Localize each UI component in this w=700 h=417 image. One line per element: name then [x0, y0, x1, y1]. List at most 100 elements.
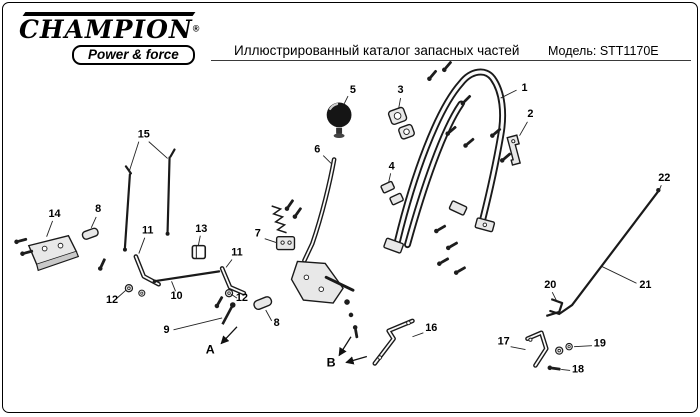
screw-icon — [459, 93, 473, 107]
callout-leader-11 — [138, 237, 146, 254]
part-bracket-17 — [525, 330, 549, 368]
header-divider — [211, 60, 691, 61]
part-spring-7 — [271, 205, 287, 234]
brand-tagline: Power & force — [72, 45, 195, 65]
callout-15: 15 — [138, 129, 150, 141]
registered-mark-icon: ® — [192, 23, 200, 34]
callout-leader-12 — [230, 293, 238, 299]
callout-12: 12 — [106, 294, 118, 306]
callout-20: 20 — [544, 279, 556, 291]
fastener-hardware — [13, 59, 513, 339]
callout-19: 19 — [594, 338, 606, 350]
callout-leader-3 — [398, 97, 402, 110]
screw-icon — [19, 248, 34, 257]
callout-leader-11 — [225, 259, 233, 268]
arrow-a-icon — [220, 326, 238, 345]
washer-icon — [555, 346, 564, 355]
callout-leader-21 — [601, 266, 637, 284]
callout-leader-8 — [90, 216, 97, 228]
part-hook-20 — [545, 298, 564, 317]
washer-icon — [138, 289, 146, 297]
callout-leader-8 — [265, 309, 273, 322]
callout-leader-14 — [46, 220, 53, 237]
part-bracket-14 — [27, 234, 80, 272]
callout-9: 9 — [164, 324, 170, 336]
part-bolt-18 — [547, 365, 561, 372]
washer-icon — [124, 284, 134, 293]
callout-11: 11 — [231, 247, 243, 259]
screw-icon — [453, 265, 467, 276]
part-rod-21-22 — [549, 187, 661, 316]
callout-7: 7 — [255, 228, 261, 240]
callout-4: 4 — [389, 160, 395, 172]
exploded-parts-diagram: 1234567889101111121213141516171819202122… — [13, 59, 670, 375]
callout-leader-10 — [171, 281, 176, 292]
part-clip-13 — [191, 244, 207, 260]
callout-leader-13 — [197, 235, 201, 246]
callout-17: 17 — [498, 336, 510, 348]
callout-leader-12 — [116, 289, 127, 299]
callout-leader-7 — [264, 238, 277, 244]
callout-8: 8 — [95, 203, 101, 215]
screw-icon — [445, 240, 459, 251]
callout-12: 12 — [236, 292, 248, 304]
screw-icon — [426, 68, 439, 82]
callout-leader-6 — [322, 155, 332, 164]
catalog-title: Иллюстрированный каталог запасных частей — [234, 43, 520, 58]
part-rod-10 — [152, 270, 221, 284]
part-bolt-9 — [221, 302, 236, 325]
part-lever-rod-6 — [302, 157, 337, 263]
screw-icon — [462, 136, 476, 149]
part-bracket-7 — [275, 236, 296, 251]
callout-leader-15 — [128, 141, 140, 173]
callout-leader-17 — [510, 346, 526, 351]
part-knob-5 — [326, 102, 352, 138]
catalog-page: CHAMPION® Power & force Иллюстрированный… — [2, 2, 698, 413]
part-clamps-3 — [387, 106, 415, 140]
screw-icon — [291, 206, 304, 220]
part-lever-11-right — [219, 266, 247, 296]
screw-icon — [13, 236, 28, 245]
part-washers-19 — [555, 342, 573, 355]
model-label: Модель: STT1170E — [548, 44, 659, 58]
callout-leader-2 — [519, 121, 528, 136]
callout-16: 16 — [425, 322, 437, 334]
callout-leader-4 — [388, 173, 392, 183]
screw-icon — [433, 223, 447, 235]
callout-8: 8 — [274, 317, 280, 329]
screw-icon — [352, 324, 360, 339]
screw-icon — [283, 198, 296, 212]
washer-icon — [224, 289, 234, 298]
screw-icon — [97, 257, 107, 272]
screw-icon — [547, 365, 561, 372]
callout-leader-5 — [343, 95, 349, 105]
callout-leader-18 — [561, 368, 571, 371]
callout-leader-22 — [657, 185, 662, 193]
screw-icon — [213, 295, 225, 310]
champion-logo: CHAMPION® Power & force — [16, 8, 216, 65]
part-spacer-8-left — [81, 227, 99, 240]
callout-leader-19 — [574, 345, 592, 348]
part-rods-15 — [122, 148, 176, 252]
part-spacer-8-right — [253, 296, 273, 311]
callout-21: 21 — [639, 279, 651, 291]
brand-name: CHAMPION — [19, 15, 193, 44]
callout-18: 18 — [572, 363, 584, 375]
callout-1: 1 — [521, 82, 527, 94]
callout-6: 6 — [314, 144, 320, 156]
section-marker-B: B — [327, 355, 336, 369]
part-bracket-2 — [506, 134, 522, 166]
callout-2: 2 — [527, 108, 533, 120]
screw-icon — [436, 256, 450, 267]
logo-brand-row: CHAMPION® — [19, 15, 199, 44]
section-marker-A: A — [206, 343, 215, 357]
callout-14: 14 — [48, 208, 60, 220]
washer-icon — [565, 342, 573, 351]
callout-11: 11 — [142, 225, 154, 237]
callout-leader-20 — [551, 291, 557, 301]
assembly-arrows — [220, 326, 368, 365]
callout-leader-15 — [148, 141, 168, 159]
callout-13: 13 — [195, 223, 207, 235]
callout-22: 22 — [658, 172, 670, 184]
